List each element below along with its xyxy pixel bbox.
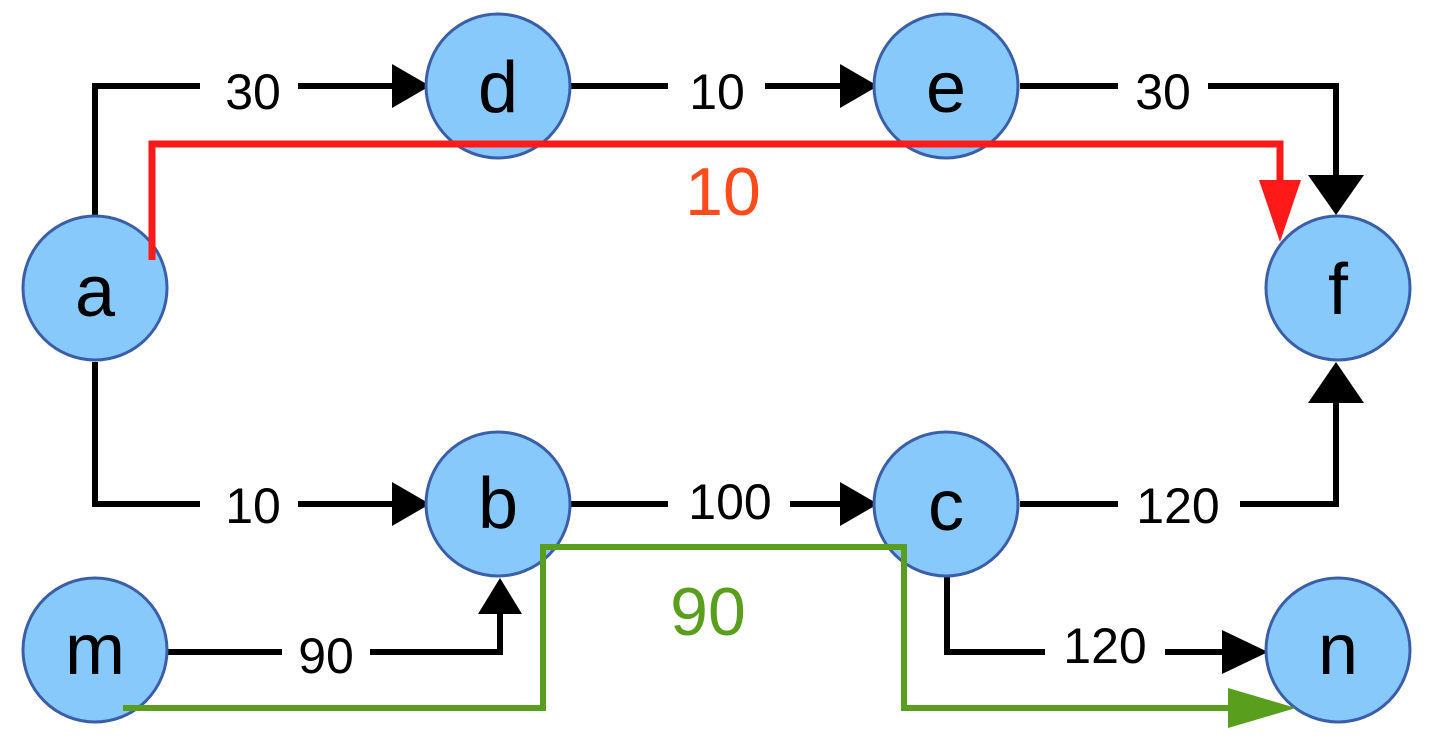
node-c: c: [872, 430, 1020, 578]
green-path: 90: [123, 544, 1296, 728]
edges: [92, 64, 1364, 674]
node-label-a: a: [75, 252, 116, 332]
node-label-d: d: [478, 48, 518, 128]
node-d: d: [424, 12, 572, 160]
red-path-label: 10: [685, 154, 761, 230]
node-label-b: b: [478, 464, 518, 544]
arrow-c-f: [1308, 362, 1364, 403]
edge-a-d: [92, 83, 200, 215]
red-path-arrow: [1259, 180, 1301, 242]
nodes: d e a f b c m n: [21, 12, 1412, 724]
arrow-a-b: [392, 482, 430, 526]
node-label-n: n: [1318, 610, 1358, 690]
edge-m-b-tail: [370, 612, 503, 655]
node-b: b: [424, 430, 572, 578]
node-a: a: [21, 214, 169, 362]
node-label-f: f: [1328, 250, 1349, 330]
node-e: e: [872, 12, 1020, 160]
edge-label-d-e: 10: [689, 64, 745, 120]
node-f: f: [1264, 214, 1412, 362]
edge-label-m-b: 90: [298, 628, 354, 684]
arrow-d-e: [840, 64, 878, 108]
node-label-e: e: [926, 48, 966, 128]
edge-labels: 30 10 30 10 100 120 90 120: [225, 64, 1220, 684]
arrow-a-d: [392, 64, 430, 108]
edge-label-c-f: 120: [1136, 478, 1219, 534]
edge-c-n-head: [944, 575, 1045, 655]
arrow-b-c: [840, 482, 878, 526]
red-path: 10: [148, 140, 1301, 260]
edge-c-f-tail: [1240, 398, 1339, 507]
edge-label-e-f: 30: [1135, 64, 1191, 120]
node-m: m: [21, 576, 169, 724]
green-path-line: [123, 544, 1240, 711]
edge-a-b: [92, 362, 200, 507]
node-label-m: m: [65, 610, 125, 690]
green-path-label: 90: [670, 574, 746, 650]
node-label-c: c: [928, 466, 964, 546]
red-path-line: [148, 140, 1284, 260]
edge-label-b-c: 100: [688, 474, 771, 530]
edge-label-c-n: 120: [1063, 618, 1146, 674]
edge-label-a-b: 10: [225, 478, 281, 534]
edge-e-f-tail: [1208, 83, 1339, 178]
arrow-e-f: [1308, 175, 1364, 215]
arrow-m-b: [478, 578, 522, 614]
node-n: n: [1264, 576, 1412, 724]
green-path-arrow: [1228, 688, 1296, 728]
arrow-c-n: [1222, 630, 1268, 674]
edge-label-a-d: 30: [225, 64, 281, 120]
